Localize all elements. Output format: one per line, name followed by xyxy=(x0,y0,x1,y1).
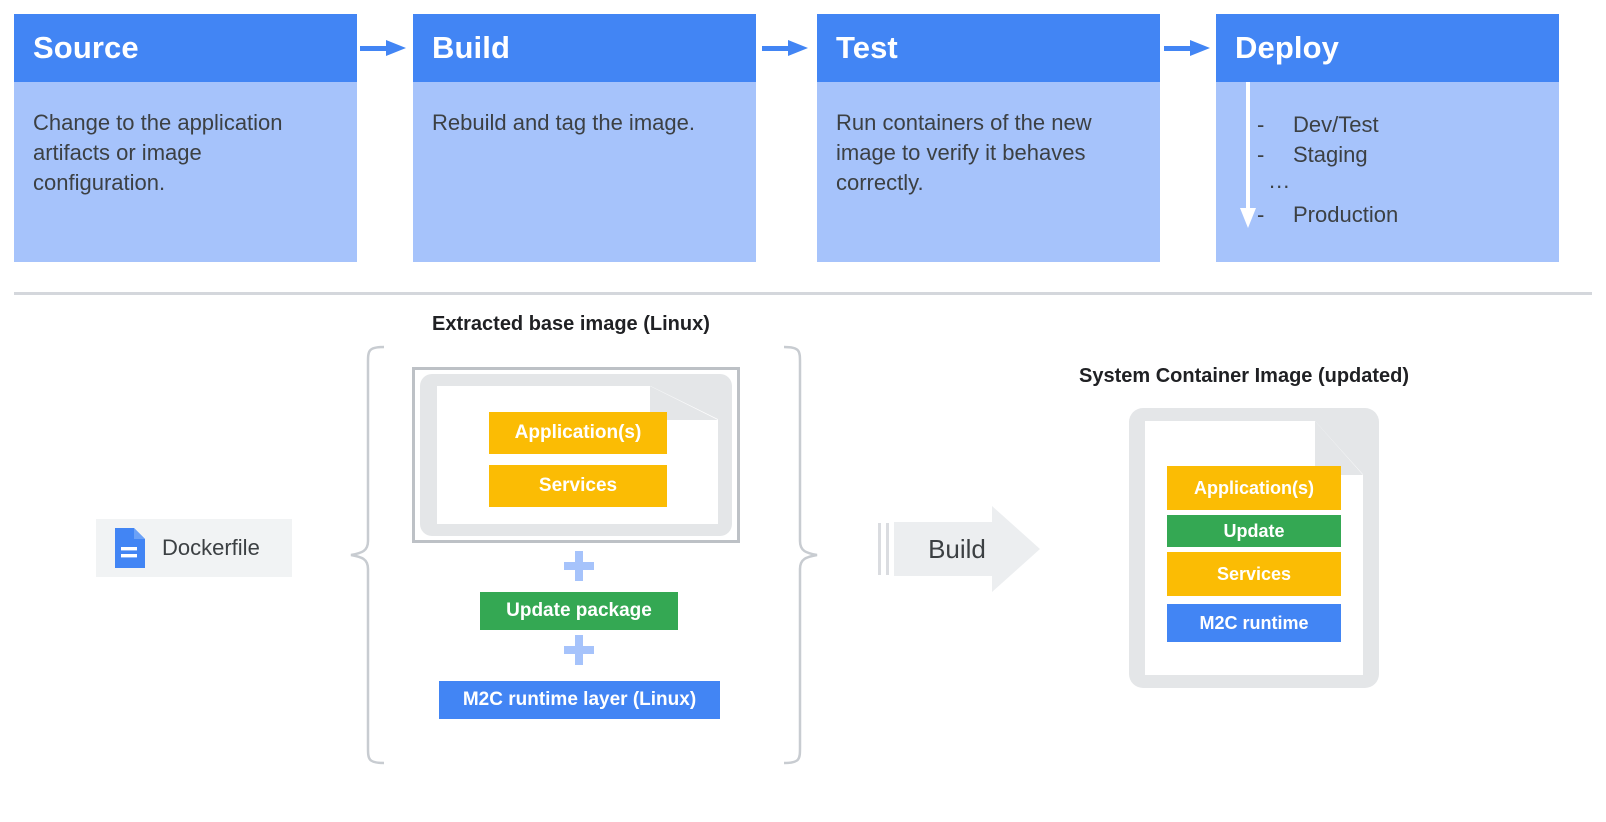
section-divider xyxy=(14,292,1592,295)
pipeline-card-test-body: Run containers of the new image to verif… xyxy=(817,82,1160,262)
dockerfile-label: Dockerfile xyxy=(162,535,260,560)
list-item-dash: - xyxy=(1257,202,1265,227)
plus-icon xyxy=(564,635,594,665)
arrow-head-icon xyxy=(1190,40,1210,56)
dockerfile-document-icon xyxy=(115,528,145,568)
build-process-arrow: Build xyxy=(878,506,1040,592)
list-item: - Dev/Test xyxy=(1235,110,1539,140)
pipeline-card-source-body: Change to the application artifacts or i… xyxy=(14,82,357,262)
system-layer-update: Update xyxy=(1167,515,1341,547)
list-item: - Staging xyxy=(1235,140,1539,170)
pipeline-card-build-body: Rebuild and tag the image. xyxy=(413,82,756,262)
system-layer-services: Services xyxy=(1167,552,1341,596)
dockerfile-chip: Dockerfile xyxy=(96,519,292,577)
base-layer-applications: Application(s) xyxy=(489,412,667,454)
deploy-progression-down-arrow-icon xyxy=(1240,82,1256,228)
list-item-ellipsis: ... xyxy=(1269,168,1291,193)
list-item-label: Staging xyxy=(1293,142,1368,167)
pipeline-card-source: Source Change to the application artifac… xyxy=(14,14,357,262)
list-item: - Production xyxy=(1235,200,1539,230)
arrow-head-icon xyxy=(788,40,808,56)
list-item-label: Production xyxy=(1293,202,1399,227)
pipeline-card-deploy: Deploy - Dev/Test - Staging ... - Produc… xyxy=(1216,14,1559,262)
left-curly-brace-icon xyxy=(350,345,385,765)
system-container-image-title: System Container Image (updated) xyxy=(1079,365,1410,387)
pipeline-card-build: Build Rebuild and tag the image. xyxy=(413,14,756,262)
deploy-environment-list: - Dev/Test - Staging ... - Production xyxy=(1235,108,1539,230)
pipeline-card-source-title: Source xyxy=(14,14,357,82)
arrow-shaft xyxy=(762,46,792,51)
build-arrow-label: Build xyxy=(928,533,986,564)
arrow-tail-line xyxy=(878,523,881,575)
arrow-shaft xyxy=(1164,46,1194,51)
pipeline-card-test: Test Run containers of the new image to … xyxy=(817,14,1160,262)
arrow-tail-line xyxy=(886,523,889,575)
pipeline-card-deploy-title: Deploy xyxy=(1216,14,1559,82)
arrow-shaft xyxy=(1246,82,1250,212)
pipeline-arrow-test-to-deploy xyxy=(1164,40,1210,57)
pipeline-arrow-source-to-build xyxy=(360,40,406,57)
pipeline-card-test-title: Test xyxy=(817,14,1160,82)
system-layer-m2c-runtime: M2C runtime xyxy=(1167,604,1341,642)
list-item-dash: - xyxy=(1257,142,1265,167)
list-item-dash: - xyxy=(1257,112,1265,137)
extracted-base-image-title: Extracted base image (Linux) xyxy=(432,313,710,335)
arrow-head-icon xyxy=(386,40,406,56)
list-item-label: Dev/Test xyxy=(1293,112,1379,137)
arrow-shaft xyxy=(360,46,390,51)
system-layer-applications: Application(s) xyxy=(1167,466,1341,510)
base-layer-services: Services xyxy=(489,465,667,507)
stack-layer-update-package: Update package xyxy=(480,592,678,630)
stack-layer-m2c-runtime: M2C runtime layer (Linux) xyxy=(439,681,720,719)
plus-icon xyxy=(564,551,594,581)
pipeline-card-build-title: Build xyxy=(413,14,756,82)
right-curly-brace-icon xyxy=(783,345,818,765)
pipeline-card-deploy-body: - Dev/Test - Staging ... - Production xyxy=(1216,82,1559,262)
pipeline-arrow-build-to-test xyxy=(762,40,808,57)
arrow-head-icon xyxy=(1240,208,1256,228)
